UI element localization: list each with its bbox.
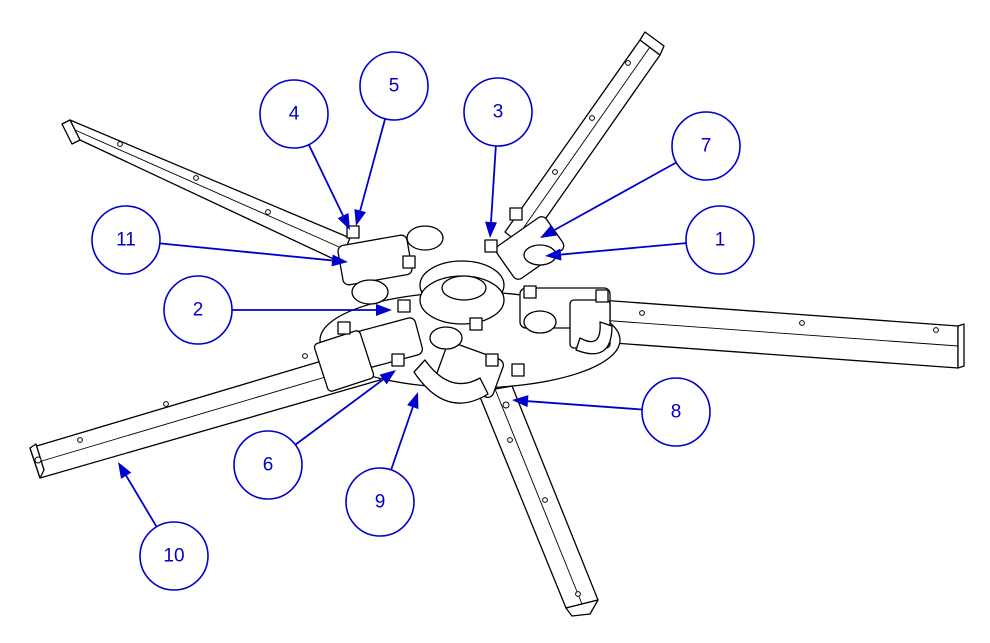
callout-10: 10 [118,462,209,591]
callout-2: 2 [163,275,392,345]
callout-arrowhead [118,462,132,479]
callout-leader-line [307,144,344,216]
callout-leader-line [390,406,414,471]
callout-leader-line [527,400,643,411]
callout-arrowhead [545,248,562,261]
callout-number: 1 [715,230,726,251]
callout-number: 7 [701,136,712,157]
callout-number: 5 [389,76,400,97]
callout-leader-line [125,475,158,528]
callout-arrowhead [540,224,557,238]
callout-balloon [139,521,209,591]
callout-number: 6 [263,455,274,476]
callout-layer: 1 2 3 4 5 6 7 8 9 10 11 [91,51,755,591]
callout-balloon [463,77,533,147]
callout-balloon [91,205,161,275]
callout-arrowhead [376,304,392,316]
callout-number: 10 [163,546,184,567]
callout-balloon [641,377,711,447]
arm-right [599,299,965,369]
callout-balloon [359,51,429,121]
callout-leader-line [490,145,497,223]
callout-arrowhead [331,254,348,267]
callout-leader-line [294,378,384,446]
bolts [337,207,609,377]
callout-leader-line [560,242,687,256]
arm-lower [477,385,599,617]
callout-arrowhead [379,370,396,385]
callout-balloon [233,430,303,500]
callout-arrowhead [337,212,350,230]
callout-4: 4 [259,79,350,230]
arm-upper-right [504,31,665,249]
hub-assembly [313,207,621,404]
callout-8: 8 [512,377,711,447]
callout-balloon [163,275,233,345]
callout-5: 5 [354,51,429,226]
callout-balloon [685,205,755,275]
callout-6: 6 [233,370,396,500]
callout-7: 7 [540,111,741,238]
callout-number: 11 [116,230,136,251]
callout-number: 4 [289,104,300,125]
callout-balloon [259,79,329,149]
callout-3: 3 [463,77,533,238]
callout-number: 2 [193,300,204,321]
callout-9: 9 [345,392,419,537]
callout-arrowhead [407,392,419,410]
callout-number: 8 [671,402,682,423]
callout-number: 3 [493,102,504,123]
callout-leader-line [159,242,333,262]
callout-leader-line [553,161,677,232]
callout-arrowhead [512,395,529,408]
callout-arrowhead [485,221,498,238]
callout-number: 9 [375,492,386,513]
callout-1: 1 [545,205,755,275]
callout-11: 11 [91,205,348,275]
callout-balloon [671,111,741,181]
callout-balloon [345,467,415,537]
callout-arrowhead [354,208,366,226]
callout-leader-line [359,118,386,211]
arm-lower-left [29,345,381,479]
